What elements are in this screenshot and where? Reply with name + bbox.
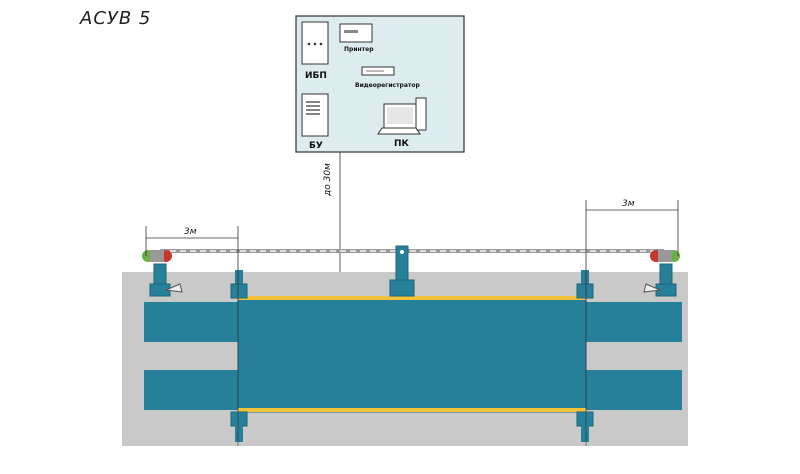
sensor-post-bottom-left xyxy=(230,411,248,442)
pc-icon xyxy=(377,97,427,135)
weighing-platform xyxy=(237,297,587,413)
right-distance-label: 3м xyxy=(622,199,635,209)
left-ramp-top xyxy=(144,302,240,342)
control-room-panel: ИБП Принтер Видеорегистратор БУ xyxy=(295,15,465,153)
ups-icon xyxy=(301,21,329,65)
control-unit-label: БУ xyxy=(309,141,323,151)
cable-length-label: до 30м xyxy=(323,163,333,197)
printer-label: Принтер xyxy=(344,46,374,53)
printer-icon xyxy=(339,23,373,43)
right-dimension xyxy=(585,200,679,296)
left-distance-label: 3м xyxy=(184,227,197,237)
ups-label: ИБП xyxy=(305,71,327,81)
bottom-rail xyxy=(238,408,586,412)
control-unit-icon xyxy=(301,93,329,137)
right-traffic-light xyxy=(650,250,680,262)
sensor-post-top-right xyxy=(576,270,594,299)
sensor-post-bottom-right xyxy=(576,411,594,442)
right-barrier-post xyxy=(643,263,677,297)
sensor-post-top-left xyxy=(230,270,248,299)
left-traffic-light xyxy=(142,250,172,262)
left-ramp-bottom xyxy=(144,370,240,410)
top-rail xyxy=(238,296,586,300)
right-ramp-top xyxy=(586,302,682,342)
left-dimension xyxy=(145,226,239,296)
pc-label: ПК xyxy=(394,139,410,149)
dvr-label: Видеорегистратор xyxy=(355,82,420,89)
left-barrier-post xyxy=(149,263,183,297)
right-ramp-bottom xyxy=(586,370,682,410)
center-camera-post xyxy=(389,245,415,297)
dvr-icon xyxy=(361,66,395,76)
diagram-title: АСУВ 5 xyxy=(80,8,152,29)
